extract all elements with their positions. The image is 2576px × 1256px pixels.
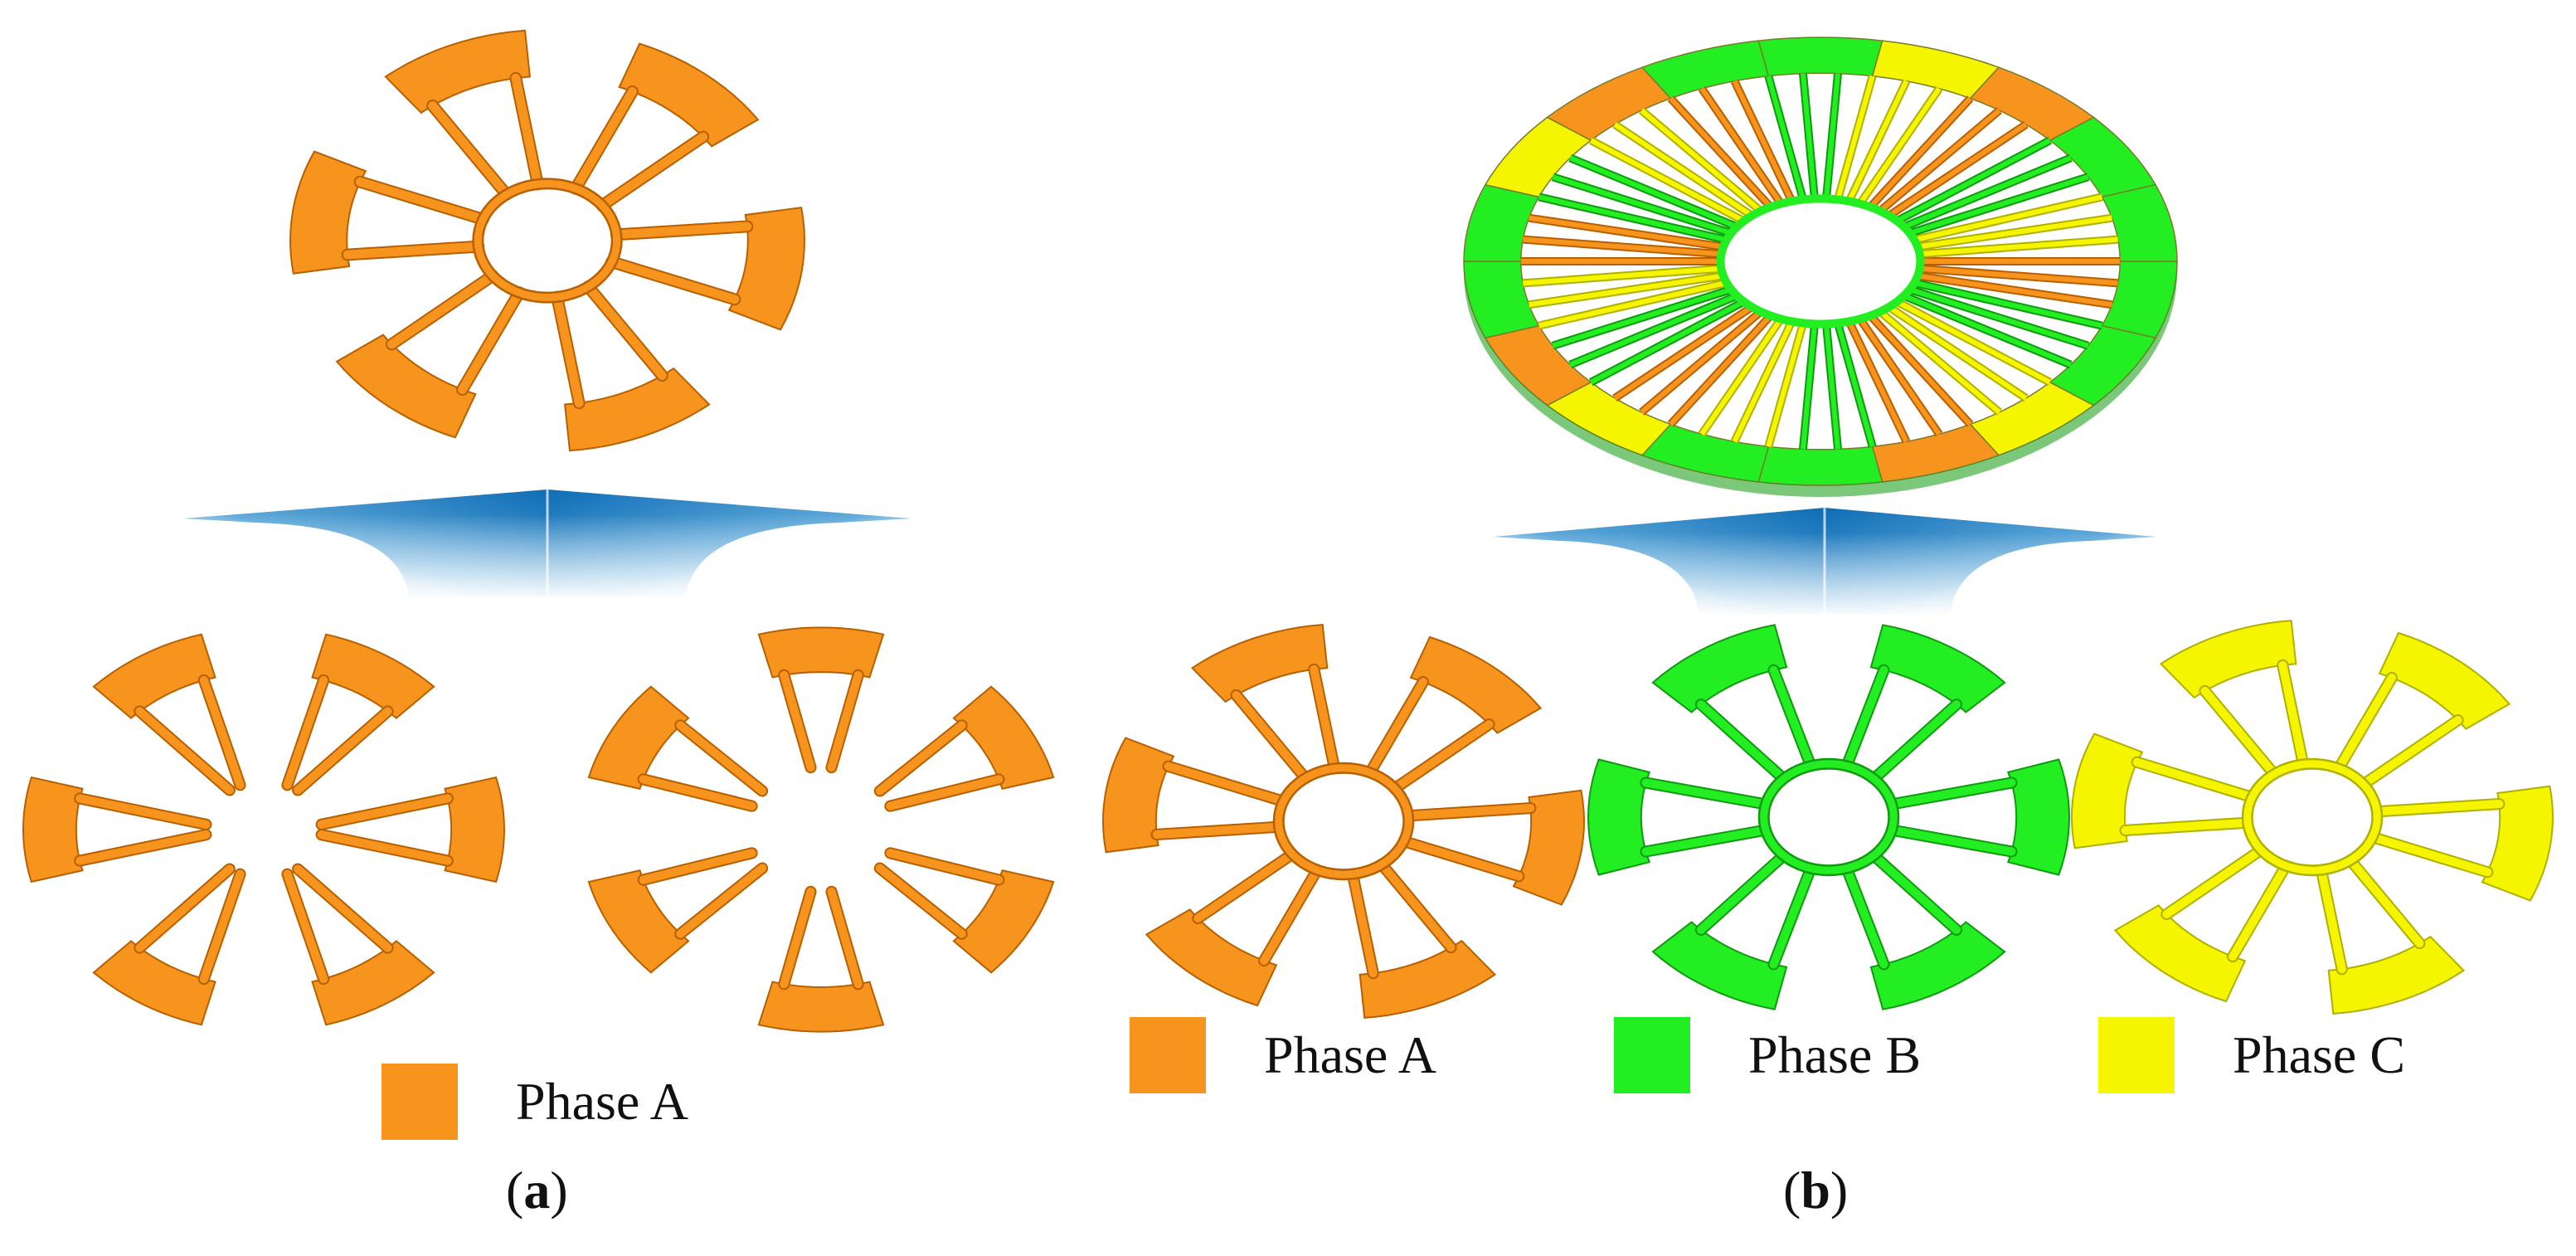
legend-swatch-phase-b: [1614, 1017, 1690, 1093]
legend-panel-b-phase-b: Phase B: [1614, 1017, 1921, 1093]
legend-panel-a-phase-a: Phase A: [382, 1064, 688, 1140]
winding-panel-a-assembled: [289, 29, 806, 452]
caption-letter: a: [523, 1161, 551, 1219]
legend-swatch-phase-a: [1130, 1017, 1206, 1093]
winding-phase-b: [1587, 624, 2071, 1010]
legend-label: Phase A: [516, 1072, 688, 1131]
winding-phase-a: [1101, 624, 1586, 1019]
upward-arrow-icon: [1493, 508, 2156, 614]
winding-panel-a-part-1: [22, 633, 506, 1026]
caption-paren: ): [550, 1161, 568, 1219]
legend-panel-b-phase-c: Phase C: [2098, 1017, 2405, 1093]
caption-panel-b: (b): [1783, 1160, 1848, 1221]
caption-paren: (: [1783, 1161, 1801, 1219]
upward-arrow-icon: [182, 489, 912, 597]
legend-label: Phase C: [2233, 1025, 2405, 1084]
winding-panel-b-assembled: [1463, 37, 2178, 497]
caption-paren: ): [1830, 1161, 1849, 1219]
caption-letter: b: [1801, 1161, 1830, 1219]
caption-panel-a: (a): [506, 1160, 568, 1221]
legend-swatch-phase-a: [382, 1064, 458, 1140]
legend-swatch-phase-c: [2098, 1017, 2175, 1093]
caption-paren: (: [506, 1161, 524, 1219]
legend-label: Phase A: [1264, 1025, 1436, 1084]
winding-panel-a-part-2: [587, 626, 1055, 1033]
legend-label: Phase B: [1748, 1025, 1921, 1084]
legend-panel-b-phase-a: Phase A: [1130, 1017, 1436, 1093]
winding-phase-c: [2070, 620, 2554, 1015]
